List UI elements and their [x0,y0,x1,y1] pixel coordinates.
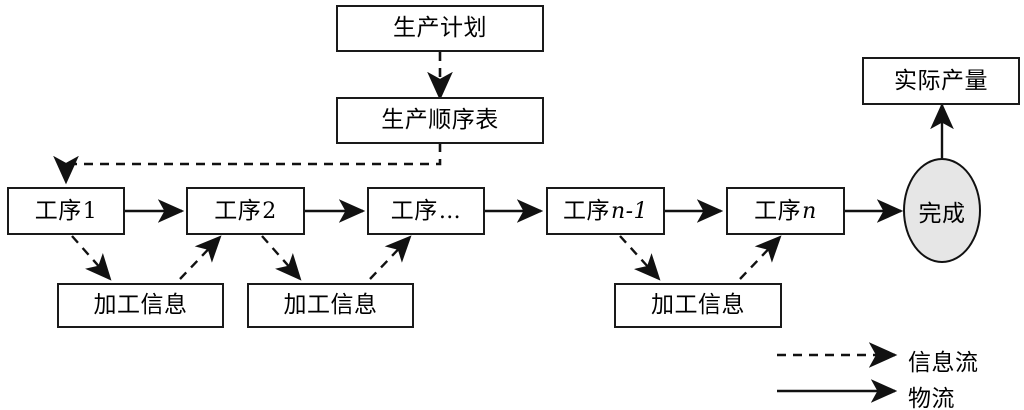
connector-machining2-to-processmid [369,235,412,280]
connector-process1-to-machining1 [71,235,112,281]
node-process-n-minus-1-base: 工序 [562,197,610,224]
node-machining-info-2-label: 加工信息 [283,292,378,318]
connector-processn1-to-machining3 [619,235,661,281]
connector-machining3-to-processn [739,235,782,280]
node-actual-output[interactable]: 实际产量 [862,57,1020,105]
node-finish-label: 完成 [918,200,966,227]
node-process-1-base: 工序 [34,197,82,224]
node-actual-output-label: 实际产量 [894,67,988,94]
node-process-n-minus-1-index: n-1 [610,198,649,224]
connector-process2-to-machining2 [261,235,302,281]
node-process-middle-base: 工序 [390,197,438,224]
node-process-middle[interactable]: 工序… [367,187,485,235]
node-machining-info-3-label: 加工信息 [651,292,745,318]
node-machining-info-1-label: 加工信息 [93,292,188,318]
node-machining-info-1[interactable]: 加工信息 [57,283,224,328]
node-process-2-base: 工序 [214,197,262,224]
node-process-n-base: 工序 [754,197,802,224]
node-machining-info-3[interactable]: 加工信息 [614,283,782,328]
node-process-1-index: 1 [82,198,98,224]
node-finish[interactable]: 完成 [903,158,981,263]
node-machining-info-2[interactable]: 加工信息 [247,283,414,328]
connector-sequence-to-process1 [53,143,442,185]
node-process-middle-index: … [438,198,462,224]
node-process-n-index: n [802,198,817,224]
legend-material-flow-label: 物流 [908,386,955,410]
connector-machining1-to-process2 [179,235,222,280]
node-process-middle-label: 工序… [390,197,462,224]
node-process-2-index: 2 [262,198,277,224]
node-production-plan[interactable]: 生产计划 [336,5,544,52]
node-production-plan-label: 生产计划 [393,15,487,41]
legend-information-flow-label: 信息流 [908,350,979,376]
node-production-sequence[interactable]: 生产顺序表 [336,97,544,144]
node-production-sequence-label: 生产顺序表 [381,107,499,133]
